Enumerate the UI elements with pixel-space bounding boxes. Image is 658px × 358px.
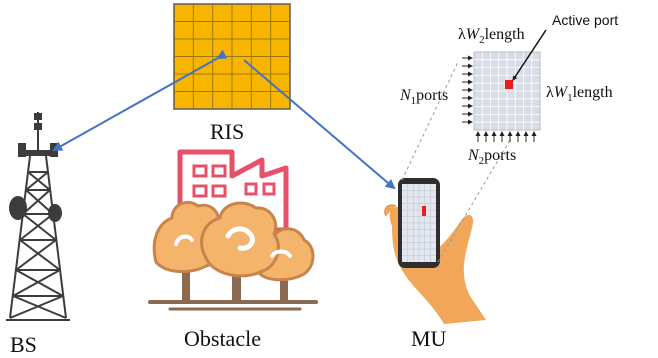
ris-label: RIS [210, 119, 244, 144]
n2-port-arrows [475, 131, 537, 142]
bs-label: BS [10, 332, 37, 357]
base-station-tower-icon [6, 112, 70, 321]
w2-length-label: λW2length [458, 26, 525, 46]
obstacle-label: Obstacle [184, 326, 261, 351]
n1-ports-label: N1ports [399, 87, 448, 107]
zoom-line-top [401, 61, 459, 181]
n1-port-arrows [462, 55, 473, 125]
active-port-pointer-arrow [512, 29, 547, 81]
phone-active-port-marker [422, 206, 426, 216]
ris-mu-link-arrow [243, 59, 396, 190]
w1-length-label: λW1length [546, 84, 613, 104]
port-grid-panel [473, 51, 541, 131]
ris-panel [173, 3, 291, 110]
active-port-label: Active port [552, 12, 618, 28]
trees-icon [148, 201, 318, 311]
active-port-marker [505, 80, 513, 89]
n2-ports-label: N2ports [467, 147, 516, 167]
bs-ris-link-arrow [52, 49, 228, 151]
mu-label: MU [411, 326, 447, 351]
smartphone-icon [398, 178, 440, 268]
